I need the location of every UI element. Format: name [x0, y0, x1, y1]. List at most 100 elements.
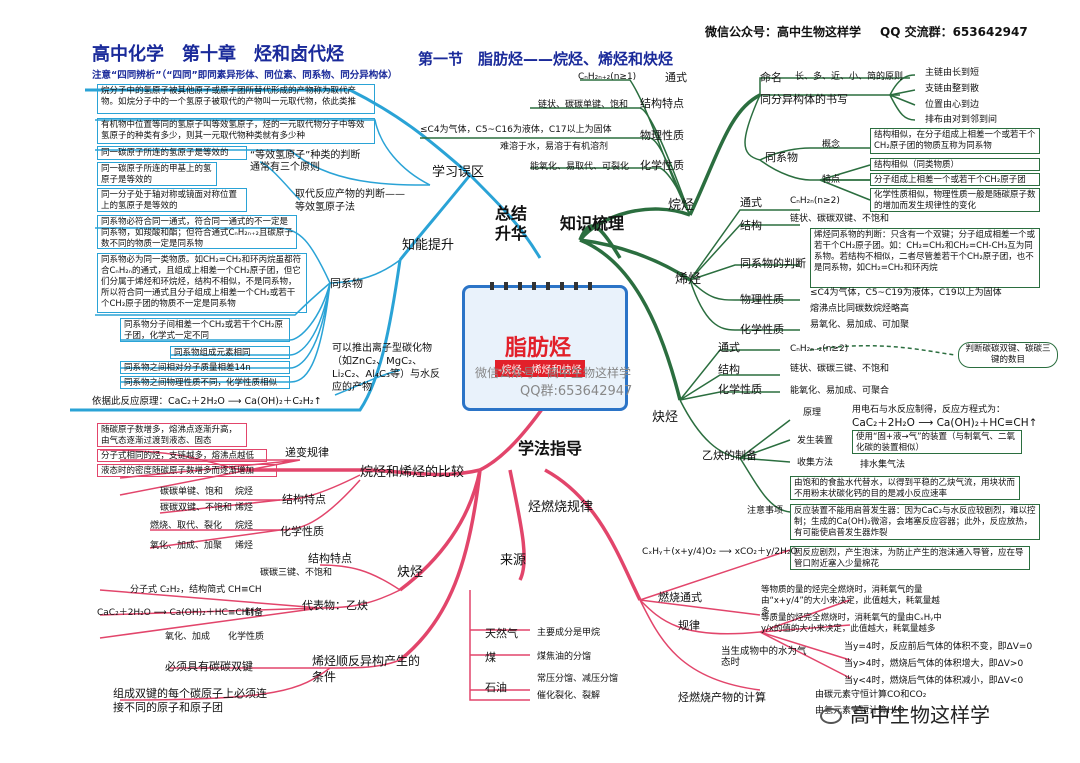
- isomer-label: 同分异构体的书写: [760, 93, 848, 106]
- alkane-physical-2: 难溶于水，易溶于有机溶剂: [500, 142, 609, 152]
- concept-label: 概念: [822, 140, 841, 150]
- alkane-chemical-label: 化学性质: [640, 159, 684, 172]
- principle-equation: CaC₂＋2H₂O ⟶ Ca(OH)₂＋HC≡CH↑: [852, 417, 1038, 429]
- node-mistake: 学习误区: [432, 165, 485, 180]
- node-method: 学法指导: [518, 439, 583, 458]
- alkene-physical-2: 熔沸点比同碳数烷烃略高: [810, 304, 910, 314]
- alkane-chemical: 能氧化、易取代、可裂化: [530, 162, 630, 172]
- cis-trans-label: 烯烃顺反异构产生的条件: [312, 654, 421, 684]
- equiv-rule-1: 同一碳原子所连的氢原子是等效的: [97, 146, 247, 160]
- oil-text-1: 常压分馏、减压分馏: [537, 674, 619, 684]
- notes-label: 注意事项: [747, 506, 784, 516]
- section-title: 第一节 脂肪烃——烷烃、烯烃和炔烃: [418, 50, 674, 68]
- alkane-homolog-label: 同系物: [765, 151, 798, 164]
- alkyne-formula-label: 通式: [718, 341, 740, 354]
- trend-label: 递变规律: [285, 446, 329, 459]
- alkyne-structure: 链状、碳碳三键、不饱和: [790, 364, 890, 374]
- alkane-formula-label: 通式: [665, 71, 687, 84]
- alkene-homolog-text: 烯烃同系物的判断：只含有一个双键；分子组成相差一个或若干个CH₂原子团。如：CH…: [810, 228, 1040, 288]
- node-equiv-title: “等效氢原子”种类的判断通常有三个原则: [250, 150, 361, 173]
- feature-1: 结构相似（同类物质）: [870, 158, 1040, 171]
- node-hydrolysis: 可以推出离子型碳化物（如ZnC₂、MgC₂、Li₂C₂、Al₄C₃等）与水反应的…: [332, 343, 440, 393]
- compare-struct-2: 碳碳双键、不饱和: [160, 503, 233, 513]
- rep-prep-eq: CaC₂＋2H₂O ⟶ Ca(OH)₂＋HC≡CH↑: [97, 608, 256, 618]
- compare-chem-1-type: 烷烃: [235, 521, 254, 531]
- isomer-rule-2: 支链由整到散: [925, 84, 980, 94]
- collect-text: 排水集气法: [860, 460, 906, 470]
- four-same-note: 注意“四同辨析”（“四同”即同素异形体、同位素、同系物、同分异构体）: [92, 70, 398, 81]
- principle-label: 原理: [803, 408, 822, 418]
- calendar-rings-icon: [490, 282, 600, 290]
- reaction-basis: 依据此反应原理：CaC₂＋2H₂O ⟶ Ca(OH)₂＋C₂H₂↑: [92, 396, 322, 407]
- rep-prep-label: 制备: [245, 608, 264, 618]
- trend-3: 液态时的密度随碳原子数增多而逐渐增加: [97, 464, 277, 477]
- note-3: 因反应剧烈，产生泡沫，为防止产生的泡沫通入导管，应在导管口附近塞入少量棉花: [790, 546, 1030, 570]
- naming-rule: 长、多、近、小、简的原则: [795, 72, 904, 82]
- water-rule-3: 当y<4时，燃烧后气体的体积减小，即ΔV<0: [844, 676, 1024, 686]
- node-homolog-left: 同系物: [330, 277, 363, 290]
- calc-label: 烃燃烧产物的计算: [678, 691, 766, 704]
- coal-label: 煤: [485, 651, 496, 664]
- watermark-wechat: 微信公众号：高中生物这样学: [475, 366, 632, 380]
- alkane-structure-label: 结构特点: [640, 97, 684, 110]
- method-alkyne-label: 炔烃: [397, 565, 424, 580]
- rep-label: 代表物：乙炔: [302, 599, 368, 612]
- footer-brand: 高中生物这样学: [850, 703, 990, 727]
- alkyne-structure-label: 结构: [718, 363, 740, 376]
- node-ability: 知能提升: [402, 238, 455, 253]
- alkene-structure: 链状、碳碳双键、不饱和: [790, 214, 890, 224]
- homolog-box-1: 同系物必符合同一通式，符合同一通式的不一定是同系物，如羧酸和酯；但符合通式CₙH…: [97, 215, 297, 249]
- alkane-physical-label: 物理性质: [640, 129, 684, 142]
- alkyne-chemical: 能氧化、易加成、可聚合: [790, 386, 890, 396]
- device-text: 使用“固+液→气”的装置（与制氧气、二氧化碳的装置相似）: [852, 430, 1022, 454]
- rule-label: 规律: [678, 619, 700, 632]
- cis-trans-2: 组成双键的每个碳原子上必须连接不同的原子和原子团: [113, 687, 267, 714]
- source-label: 来源: [500, 553, 527, 568]
- node-summary-a: 总结: [495, 204, 528, 223]
- center-label: 脂肪烃: [505, 336, 572, 361]
- feature-label: 特点: [822, 175, 841, 185]
- homolog-summary-1: 同系物分子间相差一个CH₂或若干个CH₂原子团，化学式一定不同: [120, 318, 290, 342]
- compare-struct-2-type: 烯烃: [235, 503, 254, 513]
- equiv-rule-2: 同一碳原子所连的甲基上的氢原子是等效的: [97, 162, 217, 186]
- compare-chem-2: 氧化、加成、加聚: [150, 541, 223, 551]
- water-label: 当生成物中的水为气态时: [721, 646, 807, 668]
- homolog-summary-4: 同系物之间物理性质不同，化学性质相似: [120, 376, 290, 389]
- wechat-logo-icon: [820, 708, 842, 724]
- homolog-summary-2: 同系物组成元素相同: [170, 346, 290, 359]
- alkane-formula: CₙH₂ₙ₊₂(n≥1): [578, 72, 637, 82]
- gas-text: 主要成分是甲烷: [537, 628, 601, 638]
- water-rule-2: 当y>4时，燃烧后气体的体积增大，即ΔV>0: [844, 659, 1024, 669]
- alkene-formula: CₙH₂ₙ(n≥2): [790, 196, 840, 206]
- watermark-qq: QQ群:653642947: [520, 384, 633, 399]
- node-summary-b: 升华: [495, 224, 528, 243]
- water-rule-1: 当y=4时，反应前后气体的体积不变，即ΔV=0: [844, 642, 1033, 652]
- compare-struct-label: 结构特点: [282, 493, 326, 506]
- node-alkyne: 炔烃: [652, 410, 679, 425]
- alkene-formula-label: 通式: [740, 196, 762, 209]
- rule-1: 等物质的量的烃完全燃烧时，消耗氧气的量由“x+y/4”的大小来决定，此值越大，耗…: [761, 585, 940, 617]
- alkyne-chemical-label: 化学性质: [718, 383, 762, 396]
- principle-text: 用电石与水反应制得，反应方程式为：: [852, 405, 1006, 415]
- concept-text: 结构相似，在分子组成上相差一个或若干个CH₂原子团的物质互称为同系物: [870, 128, 1040, 154]
- feature-2: 分子组成上相差一个或若干个CH₂原子团: [870, 173, 1040, 186]
- note-2: 反应装置不能用启普发生器：因为CaC₂与水反应较剧烈，难以控制；生成的Ca(OH…: [790, 504, 1040, 540]
- rule-2: 等质量的烃完全燃烧时，消耗氧气的量由CₓHᵧ中y/x的值的大小来决定，此值越大，…: [761, 613, 942, 634]
- trend-1: 随碳原子数增多，熔沸点逐渐升高，由气态逐渐过渡到液态、固态: [97, 423, 247, 447]
- gas-label: 天然气: [485, 627, 518, 640]
- center-sublabel: -烷烃、烯烃和炔烃: [495, 360, 585, 377]
- alkene-physical-label: 物理性质: [740, 293, 784, 306]
- naming-label: 命名: [760, 71, 782, 84]
- comb-formula-label: 燃烧通式: [658, 591, 702, 604]
- comb-formula: CₓHᵧ＋(x+y/4)O₂ ⟶ xCO₂＋y/2H₂O: [642, 547, 798, 557]
- alkyne-formula: CₙH₂ₙ₋₂(n≥2): [790, 344, 849, 354]
- homolog-box-2: 同系物必为同一类物质。如CH₂=CH₂和环丙烷虽都符合CₙH₂ₙ的通式，且组成上…: [97, 253, 307, 313]
- method-alkyne-struct: 碳碳三键、不饱和: [260, 568, 333, 578]
- calc-2: 由氢元素守恒计算H₂O: [815, 706, 905, 716]
- alkane-structure: 链状、碳碳单键、饱和: [538, 100, 629, 110]
- compare-chem-label: 化学性质: [280, 525, 324, 538]
- cis-trans-1: 必须具有碳碳双键: [165, 660, 253, 673]
- coal-text: 煤焦油的分馏: [537, 652, 592, 662]
- alkene-homolog-label: 同系物的判断: [740, 257, 806, 270]
